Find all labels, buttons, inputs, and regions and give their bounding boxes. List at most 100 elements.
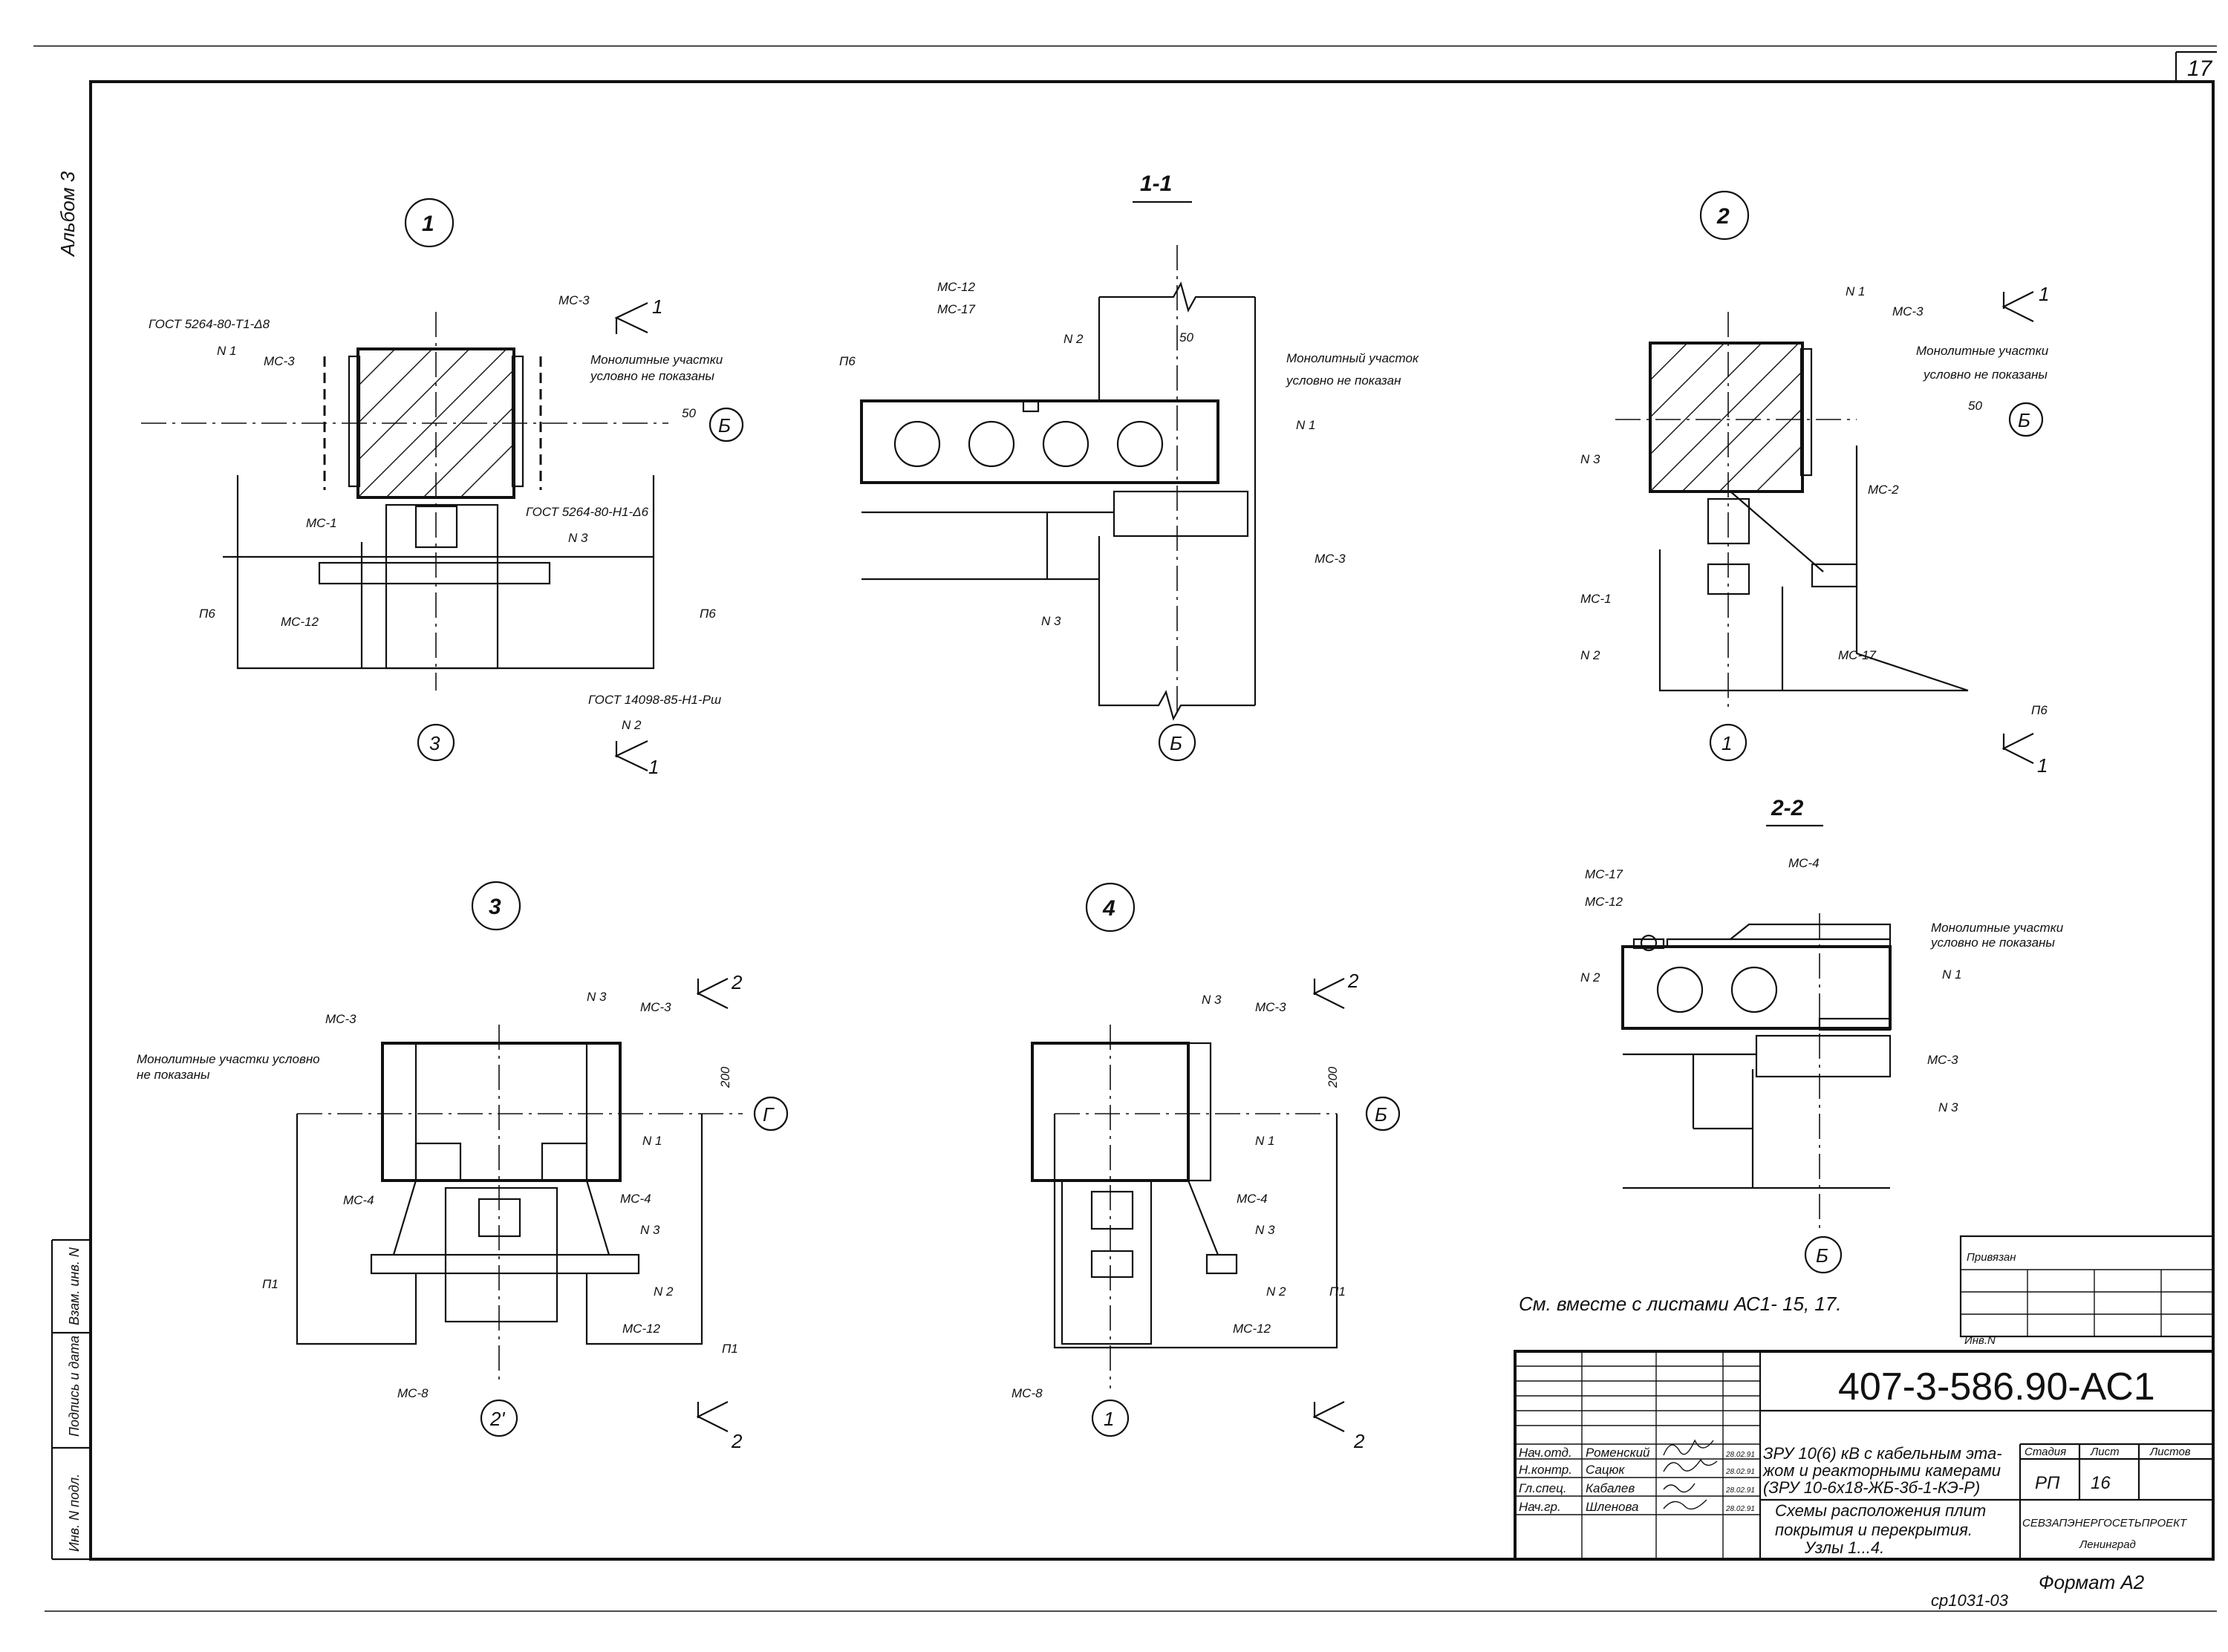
node-4-number: 4 bbox=[1102, 896, 1115, 921]
section-2-2-ms17: МС-17 bbox=[1585, 867, 1623, 881]
node-3-number: 3 bbox=[489, 895, 501, 919]
node-3: 3 МС-3 N 3 МС-3 Монолитные участки услов… bbox=[137, 881, 789, 1452]
section-2-2-n3: N 3 bbox=[1938, 1100, 1958, 1114]
stamp-drawing-3: Узлы 1...4. bbox=[1804, 1538, 1884, 1557]
stamp-project-3: (ЗРУ 10-6х18-ЖБ-3б-1-КЭ-Р) bbox=[1763, 1478, 1980, 1497]
node-4-bottom-axis: 1 bbox=[1104, 1408, 1114, 1430]
node-2-ms2: МС-2 bbox=[1868, 483, 1899, 497]
node-4-marker bbox=[1085, 882, 1136, 933]
section-1-1-n3: N 3 bbox=[1041, 614, 1061, 628]
stamp-sheet: 16 bbox=[2091, 1473, 2111, 1493]
stamp-date-2: 28.02.91 bbox=[1725, 1486, 1755, 1495]
node-1: 1 ГОСТ 5264-80-Т1-Δ8 N 1 МС-3 МС-3 Монол… bbox=[141, 197, 744, 778]
node-3-monolith-2: не показаны bbox=[137, 1068, 210, 1082]
stamp-name-2: Кабалев bbox=[1586, 1481, 1635, 1495]
node-4-p1: П1 bbox=[1329, 1284, 1346, 1299]
section-1-1-p6: П6 bbox=[839, 354, 856, 368]
node-4-n3: N 3 bbox=[1255, 1223, 1275, 1237]
stamp-date-1: 28.02.91 bbox=[1725, 1468, 1755, 1476]
node-4-ms12: МС-12 bbox=[1233, 1322, 1271, 1336]
section-1-1-n2: N 2 bbox=[1063, 332, 1084, 346]
node-3-ms3-left: МС-3 bbox=[325, 1012, 356, 1026]
sheet-frame bbox=[33, 45, 2217, 1612]
footer-note: См. вместе с листами АС1- 15, 17. bbox=[1519, 1293, 1842, 1315]
node-3-n3: N 3 bbox=[640, 1223, 660, 1237]
node-1-axis: Б bbox=[718, 414, 731, 437]
stamp-code: 407-3-586.90-АС1 bbox=[1838, 1365, 2155, 1408]
node-2-ms1: МС-1 bbox=[1580, 592, 1612, 606]
node-3-ms4-left: МС-4 bbox=[343, 1193, 374, 1207]
node-3-ms4-right: МС-4 bbox=[620, 1192, 651, 1206]
node-3-section-mark: 2 bbox=[731, 971, 743, 993]
node-4-ms8: МС-8 bbox=[1012, 1386, 1043, 1400]
node-2-monolith-1: Монолитные участки bbox=[1916, 344, 2049, 358]
stamp-drawing-1: Схемы расположения плит bbox=[1775, 1501, 1986, 1520]
node-2-n1: N 1 bbox=[1846, 284, 1865, 298]
node-2-monolith-2: условно не показаны bbox=[1923, 368, 2048, 382]
stamp-role-3: Нач.гр. bbox=[1519, 1500, 1561, 1514]
section-1-1-ms3: МС-3 bbox=[1315, 552, 1346, 566]
node-4-n2: N 2 bbox=[1266, 1284, 1286, 1299]
node-1-p6-left: П6 bbox=[199, 607, 215, 621]
node-3-n2: N 2 bbox=[654, 1284, 674, 1299]
node-2-section-bottom: 1 bbox=[2037, 754, 2048, 777]
node-3-ms3-right: МС-3 bbox=[640, 1000, 671, 1014]
section-2-2-n1: N 1 bbox=[1942, 967, 1961, 982]
stamp-privyazan: Привязан bbox=[1967, 1251, 2016, 1264]
node-1-monolith-1: Монолитные участки bbox=[590, 353, 723, 367]
node-1-ms3-right: МС-3 bbox=[558, 293, 590, 307]
node-4-n3-top: N 3 bbox=[1202, 993, 1222, 1007]
node-4-dim-200: 200 bbox=[1326, 1066, 1340, 1088]
node-4-axis: Б bbox=[1375, 1103, 1387, 1126]
node-1-ms12: МС-12 bbox=[281, 615, 319, 629]
node-1-p6-right: П6 bbox=[700, 607, 716, 621]
strip-vzam-inv: Взам. инв. N bbox=[67, 1247, 82, 1325]
stamp-role-2: Гл.спец. bbox=[1519, 1481, 1567, 1495]
stamp-date-0: 28.02.91 bbox=[1725, 1451, 1755, 1459]
node-2-ms3: МС-3 bbox=[1892, 304, 1924, 319]
title-block: Привязан Инв.N 407-3-586.90-АС1 Нач.отд.… bbox=[1514, 1235, 2215, 1561]
section-2-2: 2-2 МС-17 МС-12 МС-4 Монолитные участки … bbox=[1580, 796, 2064, 1274]
section-2-2-ms4: МС-4 bbox=[1788, 856, 1820, 870]
stamp-name-0: Роменский bbox=[1586, 1446, 1650, 1460]
section-1-1-n1: N 1 bbox=[1296, 418, 1315, 432]
node-1-marker bbox=[404, 197, 455, 248]
stamp-org-2: Ленинград bbox=[2079, 1538, 2136, 1551]
strip-inv-podl: Инв. N подл. bbox=[67, 1474, 82, 1552]
section-2-2-title: 2-2 bbox=[1771, 796, 1804, 820]
node-3-p1-left: П1 bbox=[262, 1277, 278, 1291]
stamp-date-3: 28.02.91 bbox=[1725, 1505, 1755, 1513]
album-label: Альбом 3 bbox=[56, 171, 79, 258]
node-2-dim-50: 50 bbox=[1968, 399, 1982, 413]
node-1-section-mark: 1 bbox=[652, 296, 662, 318]
node-2-axis: Б bbox=[2018, 409, 2030, 431]
stamp-stage: РП bbox=[2035, 1473, 2060, 1493]
node-3-axis: Г bbox=[763, 1103, 775, 1126]
node-4-section-bottom: 2 bbox=[1353, 1430, 1365, 1452]
node-3-monolith-1: Монолитные участки условно bbox=[137, 1052, 320, 1066]
node-2-section-mark: 1 bbox=[2039, 283, 2049, 305]
node-2-bottom-axis: 1 bbox=[1722, 732, 1732, 754]
node-1-gost-2: ГОСТ 5264-80-Н1-Δ6 bbox=[526, 505, 649, 519]
section-1-1-dim-50: 50 bbox=[1179, 330, 1193, 345]
copy-code: ср1031-03 bbox=[1931, 1591, 2009, 1610]
node-1-bottom-axis: 3 bbox=[429, 732, 440, 754]
node-3-marker bbox=[471, 881, 521, 931]
stamp-sheets-label: Листов bbox=[2149, 1446, 2191, 1458]
node-4: 4 N 3 МС-3 200 Б N 1 МС-4 N 3 N 2 П1 МС-… bbox=[1012, 882, 1401, 1452]
section-2-2-monolith-1: Монолитные участки bbox=[1931, 921, 2064, 935]
stamp-role-0: Нач.отд. bbox=[1519, 1446, 1572, 1460]
node-2-marker bbox=[1699, 190, 1750, 241]
node-4-ms3: МС-3 bbox=[1255, 1000, 1286, 1014]
stamp-org-1: СЕВЗАПЭНЕРГОСЕТЬПРОЕКТ bbox=[2022, 1517, 2188, 1529]
node-1-number: 1 bbox=[422, 212, 434, 236]
signature-shlenova bbox=[1663, 1499, 1707, 1510]
node-1-section-bottom: 1 bbox=[648, 756, 659, 778]
node-2-n3: N 3 bbox=[1580, 452, 1600, 466]
node-2-number: 2 bbox=[1716, 204, 1730, 229]
format-label: Формат А2 bbox=[2039, 1571, 2145, 1593]
section-1-1: 1-1 МС-12 МС-17 N 2 П6 50 Монолитный уча… bbox=[839, 172, 1419, 762]
stamp-name-3: Шленова bbox=[1586, 1500, 1638, 1514]
signature-romenskiy bbox=[1663, 1439, 1714, 1456]
